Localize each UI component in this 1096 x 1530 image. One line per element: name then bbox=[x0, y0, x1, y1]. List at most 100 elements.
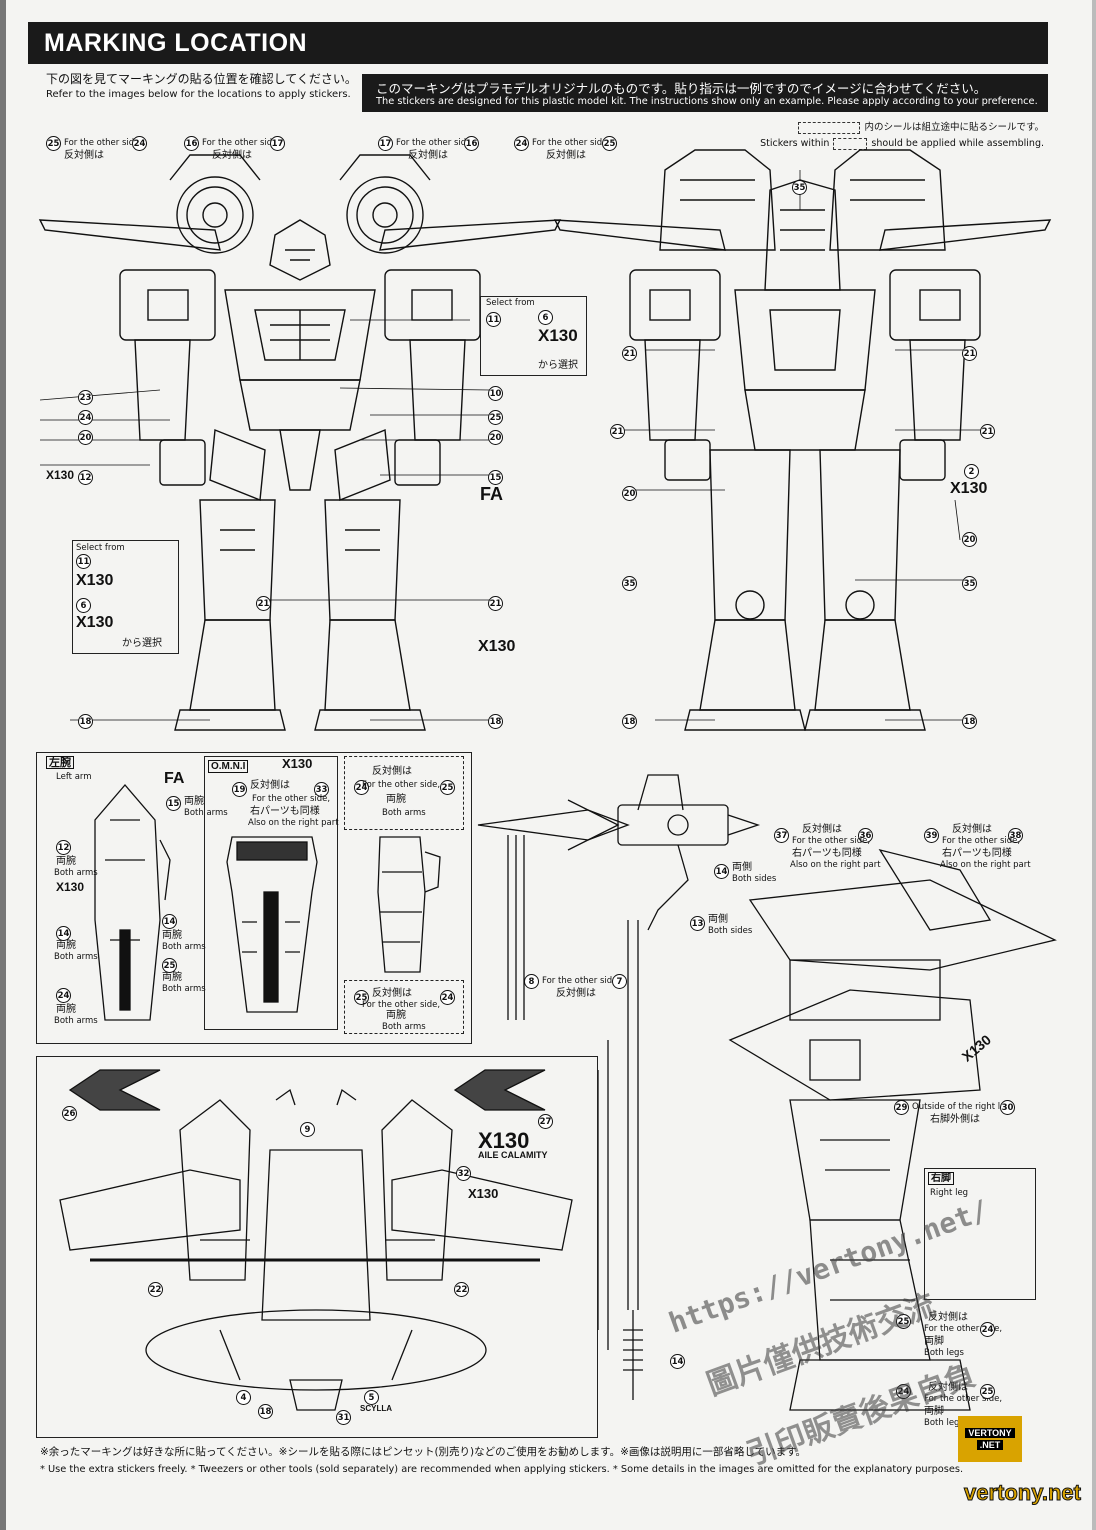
marker-7: 7 bbox=[612, 974, 627, 989]
label-other-side-jp: 反対側は bbox=[372, 988, 412, 999]
label-other-side-jp: 反対側は bbox=[802, 824, 842, 835]
marker-17: 17 bbox=[270, 136, 285, 151]
marker-18: 18 bbox=[258, 1404, 273, 1419]
marker-35: 35 bbox=[962, 576, 977, 591]
label-other-side: For the other side, bbox=[396, 138, 475, 148]
label-other-side: For the other side, bbox=[362, 780, 441, 790]
marker-6: 6 bbox=[538, 310, 553, 325]
both-arms: Both arms bbox=[162, 942, 206, 952]
right-leg-outside-jp: 右脚外側は bbox=[930, 1114, 980, 1125]
both-sides: Both sides bbox=[732, 874, 777, 884]
right-part-jp: 右パーツも同様 bbox=[250, 806, 320, 817]
marker-14: 14 bbox=[670, 1354, 685, 1369]
right-leg: Right leg bbox=[930, 1188, 969, 1198]
left-arm-title: Left arm bbox=[56, 772, 92, 782]
both-sides-jp: 両側 bbox=[732, 862, 752, 873]
marker-21: 21 bbox=[622, 346, 637, 361]
marker-24: 24 bbox=[980, 1322, 995, 1337]
marker-26: 26 bbox=[62, 1106, 77, 1121]
marker-35: 35 bbox=[792, 180, 807, 195]
both-arms: Both arms bbox=[54, 868, 98, 878]
marker-14: 14 bbox=[714, 864, 729, 879]
both-arms-jp: 両腕 bbox=[386, 1010, 406, 1021]
notice-en: The stickers are designed for this plast… bbox=[376, 96, 1038, 107]
label-other-side: For the other side, bbox=[942, 836, 1021, 846]
marker-25: 25 bbox=[46, 136, 61, 151]
vertony-url: vertony.net bbox=[964, 1480, 1082, 1506]
marker-25: 25 bbox=[980, 1384, 995, 1399]
marker-15: 15 bbox=[488, 470, 503, 485]
notice-jp: このマーキングはプラモデルオリジナルのものです。貼り指示は一例ですのでイメージに… bbox=[376, 81, 987, 96]
marker-11: 11 bbox=[486, 312, 501, 327]
label-other-side-jp: 反対側は bbox=[556, 988, 596, 999]
label-other-side: For the other side, bbox=[924, 1324, 1003, 1334]
both-arms-jp: 両腕 bbox=[386, 794, 406, 805]
label-other-side-jp: 反対側は bbox=[64, 150, 104, 161]
both-arms-jp: 両腕 bbox=[162, 930, 182, 941]
right-part: Also on the right part bbox=[940, 860, 1031, 870]
right-leg-panel bbox=[924, 1168, 1036, 1300]
scylla-logo: SCYLLA bbox=[360, 1404, 392, 1413]
both-legs-jp: 両脚 bbox=[924, 1336, 944, 1347]
footer-jp: ※余ったマーキングは好きな所に貼ってください。※シールを貼る際にはピンセット(別… bbox=[40, 1446, 807, 1458]
marker-21: 21 bbox=[610, 424, 625, 439]
marker-22: 22 bbox=[454, 1282, 469, 1297]
label-other-side-jp: 反対側は bbox=[952, 824, 992, 835]
marker-24: 24 bbox=[78, 410, 93, 425]
forearm-subpanel-top bbox=[344, 756, 464, 830]
left-arm-illustration bbox=[94, 784, 171, 1021]
both-arms: Both arms bbox=[162, 984, 206, 994]
x130-logo: X130 bbox=[468, 1186, 499, 1201]
marker-24: 24 bbox=[56, 988, 71, 1003]
marker-21: 21 bbox=[488, 596, 503, 611]
marker-19: 19 bbox=[232, 782, 247, 797]
marker-25: 25 bbox=[440, 780, 455, 795]
page-title: MARKING LOCATION bbox=[44, 29, 308, 57]
assembly-note-en-after: should be applied while assembling. bbox=[871, 138, 1044, 149]
both-arms-jp: 両腕 bbox=[162, 972, 182, 983]
marker-20: 20 bbox=[78, 430, 93, 445]
marker-18: 18 bbox=[78, 714, 93, 729]
marker-22: 22 bbox=[148, 1282, 163, 1297]
label-other-side-jp: 反対側は bbox=[408, 150, 448, 161]
both-arms: Both arms bbox=[382, 1022, 426, 1032]
both-arms: Both arms bbox=[184, 808, 228, 818]
marker-25: 25 bbox=[488, 410, 503, 425]
label-other-side-jp: 反対側は bbox=[372, 766, 412, 777]
intro-en: Refer to the images below for the locati… bbox=[46, 89, 351, 100]
both-legs-jp: 両脚 bbox=[924, 1406, 944, 1417]
marker-24: 24 bbox=[132, 136, 147, 151]
label-other-side: For the other side, bbox=[202, 138, 281, 148]
label-other-side-jp: 反対側は bbox=[546, 150, 586, 161]
label-other-side: For the other side, bbox=[532, 138, 611, 148]
marker-12: 12 bbox=[78, 470, 93, 485]
intro-text: 下の図を見てマーキングの貼る位置を確認してください。 Refer to the … bbox=[46, 72, 357, 102]
select-box-left bbox=[72, 540, 179, 654]
marker-12: 12 bbox=[56, 840, 71, 855]
label-select-jp: から選択 bbox=[122, 638, 162, 649]
intro-jp: 下の図を見てマーキングの貼る位置を確認してください。 bbox=[46, 72, 357, 86]
notice-box: このマーキングはプラモデルオリジナルのものです。貼り指示は一例ですのでイメージに… bbox=[362, 74, 1048, 112]
marker-25: 25 bbox=[162, 958, 177, 973]
both-sides-jp: 両側 bbox=[708, 914, 728, 925]
both-arms-jp: 両腕 bbox=[56, 940, 76, 951]
marker-25: 25 bbox=[602, 136, 617, 151]
assembly-note-jp: 内のシールは組立途中に貼るシールです。 bbox=[864, 122, 1044, 133]
x130-logo: X130 bbox=[46, 468, 75, 482]
both-legs: Both legs bbox=[924, 1418, 964, 1428]
label-other-side: For the other side, bbox=[924, 1394, 1003, 1404]
marker-33: 33 bbox=[314, 782, 329, 797]
forearm-illustration bbox=[377, 836, 441, 973]
both-legs: Both legs bbox=[924, 1348, 964, 1358]
backpack-illustration bbox=[59, 1069, 573, 1411]
x130-logo: X130 bbox=[56, 880, 85, 894]
weapon-illustration bbox=[477, 774, 761, 1400]
side-view-illustration bbox=[728, 848, 1057, 1411]
marker-24: 24 bbox=[514, 136, 529, 151]
both-arms: Both arms bbox=[54, 1016, 98, 1026]
back-view-illustration bbox=[553, 149, 1052, 731]
marker-6: 6 bbox=[76, 598, 91, 613]
marker-16: 16 bbox=[184, 136, 199, 151]
